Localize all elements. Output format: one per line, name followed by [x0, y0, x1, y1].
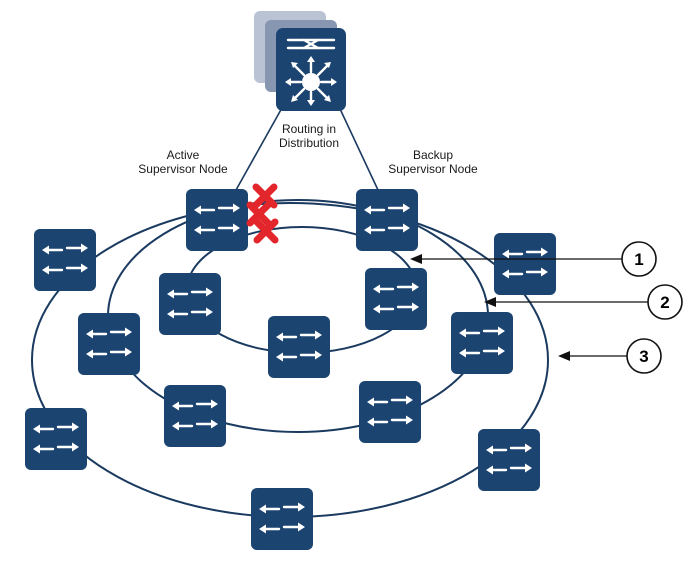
switch-middle-left: [76, 311, 142, 377]
switch-active-supervisor: [184, 187, 250, 253]
router-label-line2: Distribution: [279, 136, 339, 150]
router-label-line1: Routing in: [282, 122, 336, 136]
uplink-backup: [333, 95, 379, 191]
router-stack: [254, 11, 346, 111]
switch-outer-bottom: [249, 486, 315, 552]
callout-2-arrowhead: [484, 297, 496, 307]
switch-backup-supervisor: [354, 187, 420, 253]
switch-inner-bottom: [266, 314, 332, 380]
switch-middle-right: [449, 310, 515, 376]
switch-inner-left: [157, 271, 223, 337]
callout-1-arrowhead: [410, 254, 422, 264]
switch-outer-right-upper: [492, 231, 558, 297]
backup-label-line1: Backup: [413, 148, 453, 162]
switch-middle-bottom-left: [162, 383, 228, 449]
layer3-switch-icon: [276, 28, 346, 111]
callout-1-circle: [621, 241, 657, 277]
callout-3-arrowhead: [558, 351, 570, 361]
callout-2-circle: [647, 284, 683, 320]
switch-inner-right: [363, 266, 429, 332]
switch-outer-left-upper: [32, 227, 98, 293]
switch-middle-bottom-right: [357, 379, 423, 445]
active-label-line2: Supervisor Node: [138, 162, 228, 176]
callout-3-number: 3: [639, 347, 648, 366]
backup-label-line2: Supervisor Node: [388, 162, 478, 176]
switch-outer-right-lower: [476, 427, 542, 493]
callout-2-number: 2: [660, 293, 669, 312]
active-label-line1: Active: [167, 148, 200, 162]
callout-1-number: 1: [634, 250, 643, 269]
switch-outer-left-lower: [23, 406, 89, 472]
callout-3-circle: [626, 338, 662, 374]
